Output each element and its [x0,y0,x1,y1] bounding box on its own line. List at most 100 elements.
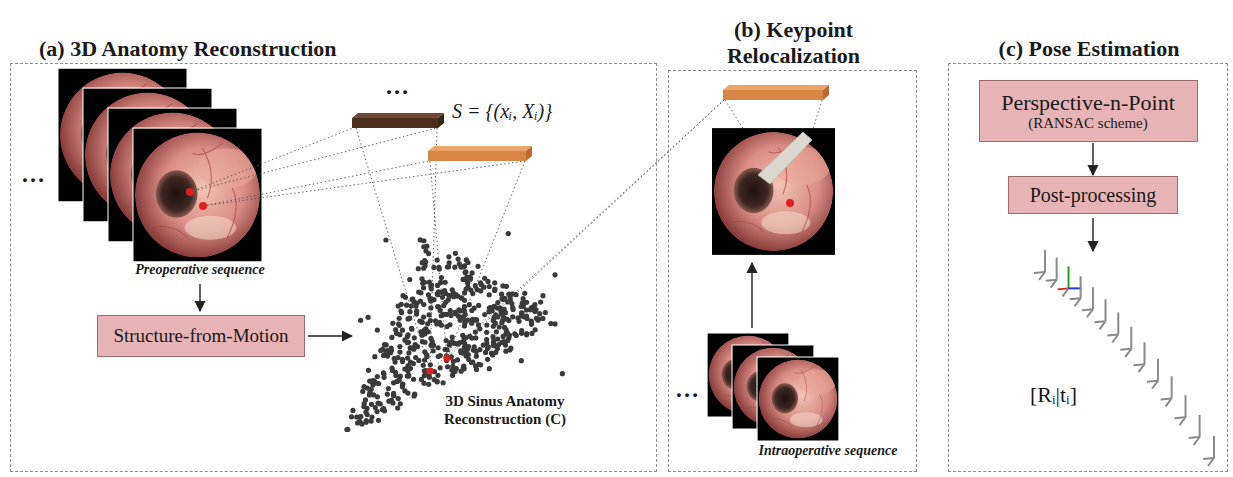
point-cloud-dot [406,332,411,337]
point-cloud-dot [560,371,565,376]
point-cloud-dot [498,306,503,311]
point-cloud-dot [428,305,433,310]
point-cloud-dot [522,291,527,296]
sequence-label: Intraoperative sequence [743,443,913,460]
camera-axis [1139,364,1145,372]
point-cloud-dot [389,366,394,371]
point-cloud-dot [455,256,460,261]
point-cloud-dot [457,261,462,266]
camera-axis [1051,280,1057,288]
point-cloud-dot [467,302,472,307]
ellipsis-mark: … [380,72,414,101]
correspondence-line [190,128,353,192]
camera-axis [1105,299,1107,321]
camera-pose [1082,287,1093,317]
point-cloud-dot [396,321,401,326]
box-title: Structure-from-Motion [113,325,288,347]
point-cloud-dot [529,320,534,325]
point-cloud-dot [400,357,405,362]
point-cloud-dot [358,414,363,419]
point-cloud-dot [385,392,390,397]
point-cloud-dot [458,318,463,323]
point-cloud-dot [470,270,475,275]
point-cloud-dot [412,335,417,340]
point-cloud-dot [376,401,381,406]
point-cloud-dot [396,396,401,401]
camera-axis [1199,415,1201,437]
point-cloud-dot [421,302,426,307]
point-cloud-dot [409,326,414,331]
point-cloud-dot [400,328,405,333]
point-cloud-dot [393,373,398,378]
camera-axis [1130,327,1132,349]
point-cloud-dot [429,343,434,348]
point-cloud-dot [397,344,402,349]
point-cloud-dot [548,321,553,326]
point-cloud-dot [484,337,489,342]
point-cloud-dot [389,398,394,403]
point-cloud-dot [360,389,365,394]
point-cloud-dot [438,353,443,358]
point-cloud-dot [429,286,434,291]
point-cloud-dot [407,309,412,314]
camera-axis [1039,272,1045,280]
point-cloud-dot [538,299,543,304]
process-box: Post-processing [1008,176,1178,214]
ellipsis-mark: … [670,375,704,404]
point-cloud-dot [468,277,473,282]
point-cloud-dot [485,279,490,284]
point-cloud-dot [495,300,500,305]
point-cloud-dot [459,350,464,355]
point-cloud-dot [357,419,362,424]
point-cloud-dot [369,379,374,384]
intraoperative-frame [758,132,812,184]
point-cloud-dot [461,308,466,313]
camera-axis [1125,349,1131,357]
correspondence-line [430,100,724,371]
point-cloud-dot [473,329,478,334]
point-cloud-dot [476,303,481,308]
point-cloud-dot [474,354,479,359]
point-cloud-dot [499,292,504,297]
point-cloud-dot [487,366,492,371]
point-cloud-dot [469,336,474,341]
point-cloud-dot [428,362,433,367]
point-cloud-dot [463,270,468,275]
camera-trajectory [1034,250,1214,466]
point-cloud-dot [366,368,371,373]
point-cloud-dot [485,357,490,362]
point-cloud-dot [411,361,416,366]
point-cloud-dot [399,302,404,307]
point-cloud-dot [496,342,501,347]
point-cloud-dot [494,329,499,334]
camera-axis [1144,342,1146,364]
box-subtitle: (RANSAC scheme) [1028,115,1148,132]
point-cloud-dot [506,231,511,236]
point-cloud-dot [344,427,349,432]
point-cloud-dot [369,402,374,407]
point-cloud-dot [543,310,548,315]
point-cloud-dot [431,265,436,270]
point-cloud-dot [416,290,421,295]
point-cloud-dot [487,284,492,289]
point-cloud-dot [405,369,410,374]
point-cloud-dot [452,265,457,270]
point-cloud-dot [476,362,481,367]
point-cloud-dot [421,238,426,243]
stage-panel: (a) 3D Anatomy ReconstructionStructure-f… [10,63,657,472]
point-cloud-dot [513,292,518,297]
point-cloud-dot [468,287,473,292]
camera-axis [1185,395,1187,417]
camera-pose [1147,359,1158,389]
point-cloud-dot [524,331,529,336]
point-cloud-dot [519,358,524,363]
point-cloud-dot [490,352,495,357]
point-cloud-dot [414,300,419,305]
point-cloud-dot [508,346,513,351]
point-cloud-dot [431,348,436,353]
point-cloud-dot [416,358,421,363]
point-cloud-dot [422,340,427,345]
process-box: Perspective-n-Point(RANSAC scheme) [979,80,1198,142]
point-cloud-dot [499,296,504,301]
point-cloud-dot [500,283,505,288]
